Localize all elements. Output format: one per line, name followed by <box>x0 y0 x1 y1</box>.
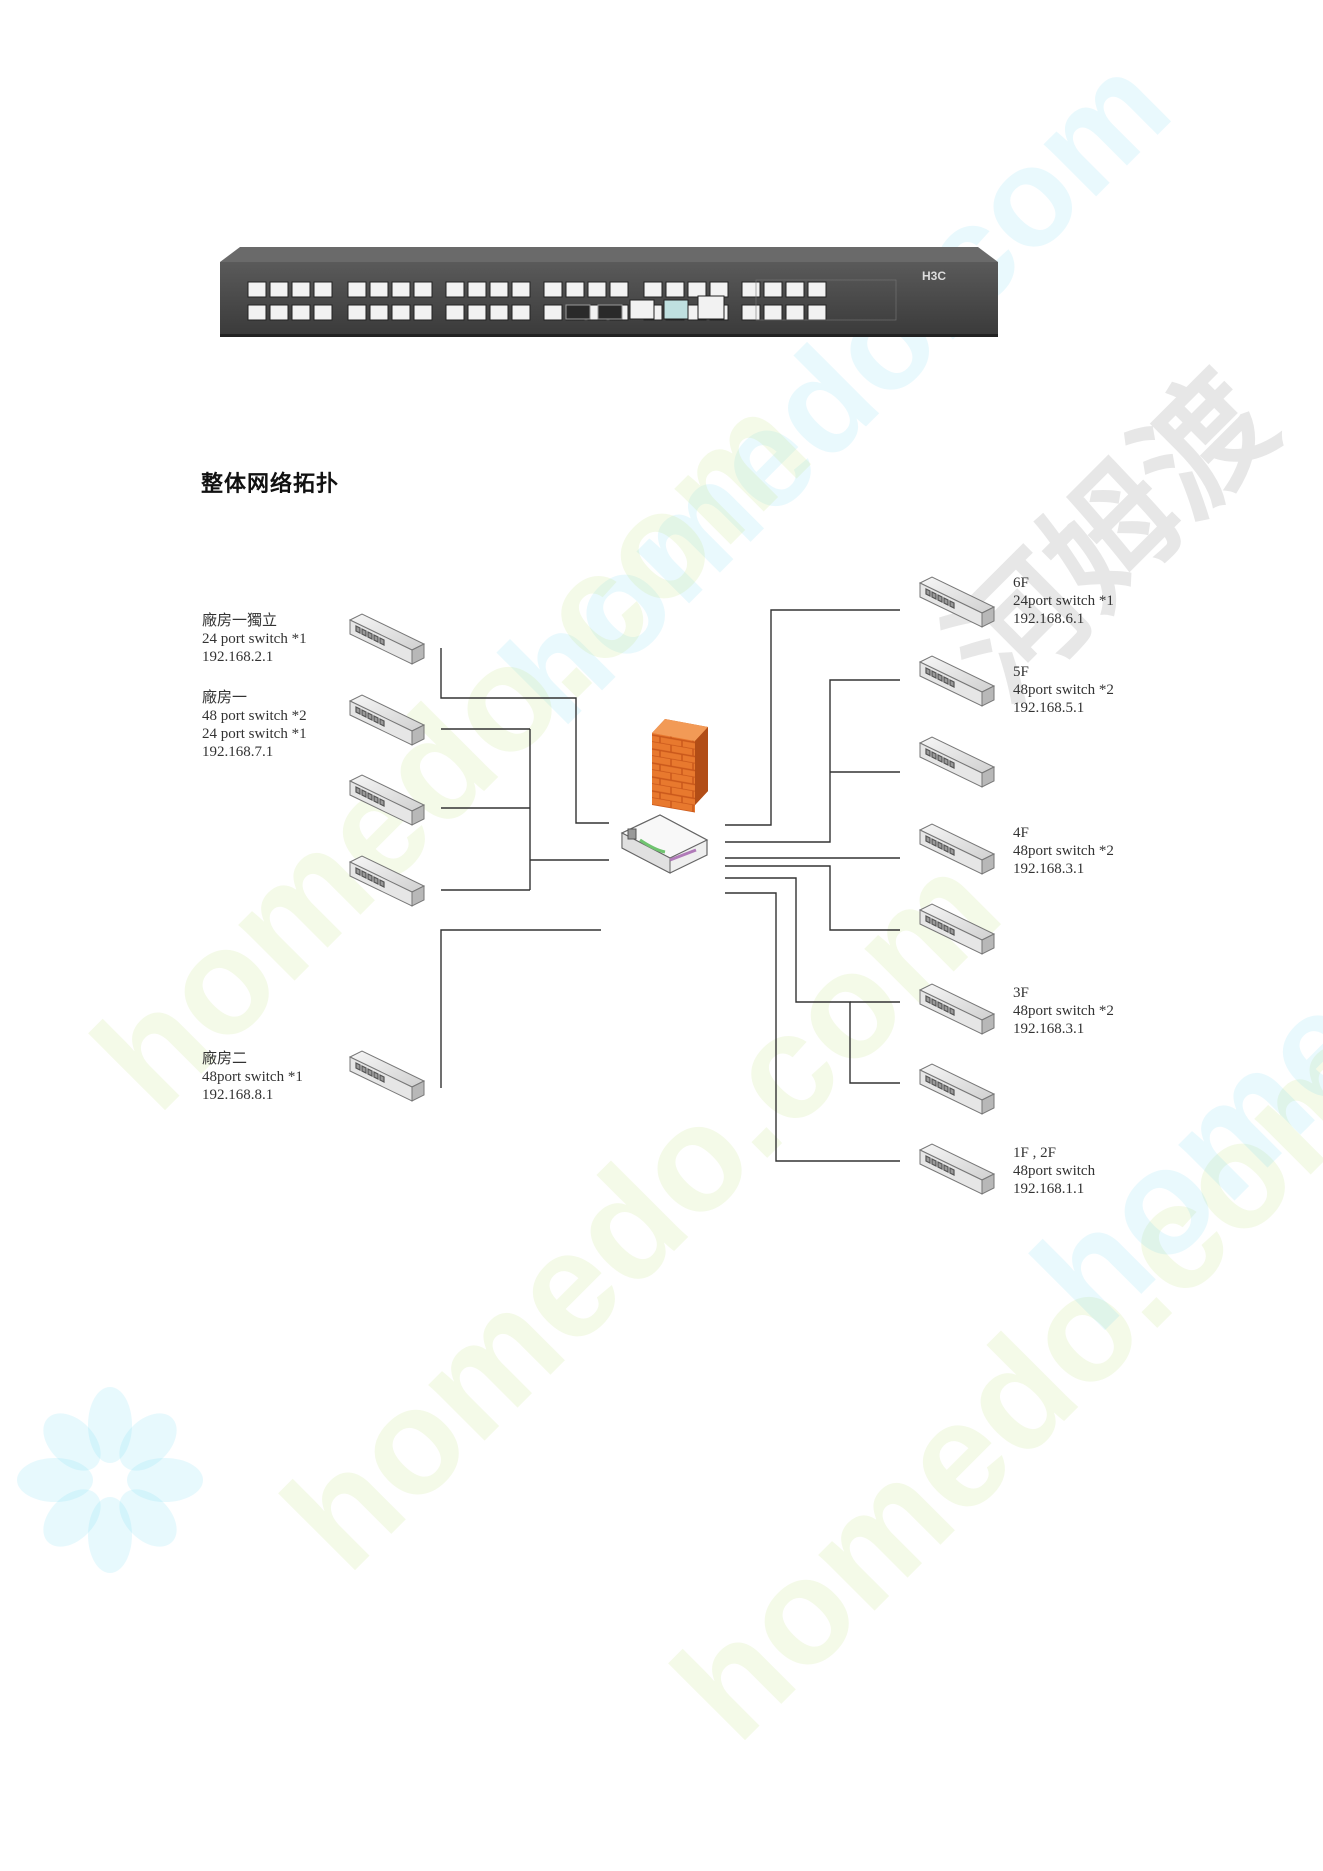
uplink-ports <box>629 295 725 320</box>
switch-chassis <box>220 262 998 336</box>
switch-icon <box>919 655 995 707</box>
device-photo: H3C <box>220 247 998 337</box>
sfp-ports <box>565 304 623 320</box>
switch-icon <box>919 823 995 875</box>
flower-logo-icon <box>17 1387 203 1573</box>
section-heading: 整体网络拓扑 <box>201 471 340 497</box>
switch-chassis-top <box>220 247 998 262</box>
rj45-port-block <box>247 281 827 321</box>
switch-icon <box>919 576 995 628</box>
right-group-label: 6F 24port switch *1 192.168.6.1 <box>1013 575 1114 627</box>
right-group-label: 4F 48port switch *2 192.168.3.1 <box>1013 825 1114 877</box>
left-group-label: 廠房二 48port switch *1 192.168.8.1 <box>202 1051 303 1103</box>
left-group-label: 廠房一 48 port switch *2 24 port switch *1 … <box>202 690 307 760</box>
switch-icon <box>919 983 995 1035</box>
switch-icon <box>349 1050 425 1102</box>
right-group-label: 3F 48port switch *2 192.168.3.1 <box>1013 985 1114 1037</box>
right-group-label: 5F 48port switch *2 192.168.5.1 <box>1013 664 1114 716</box>
firewall-icon <box>652 719 708 813</box>
switch-icon <box>919 1143 995 1195</box>
switch-icon <box>919 736 995 788</box>
connection-lines <box>440 609 900 1162</box>
switch-icon <box>349 694 425 746</box>
switch-icon <box>349 613 425 665</box>
left-group-label: 廠房一獨立 24 port switch *1 192.168.2.1 <box>202 613 307 665</box>
brand-logo: H3C <box>922 269 946 283</box>
right-group-label: 1F , 2F 48port switch 192.168.1.1 <box>1013 1145 1096 1197</box>
switch-icon <box>919 903 995 955</box>
switch-icon <box>349 855 425 907</box>
switch-icon <box>919 1063 995 1115</box>
core-switch-icon <box>620 814 709 874</box>
led-panel <box>755 279 897 321</box>
switch-icon <box>349 774 425 826</box>
